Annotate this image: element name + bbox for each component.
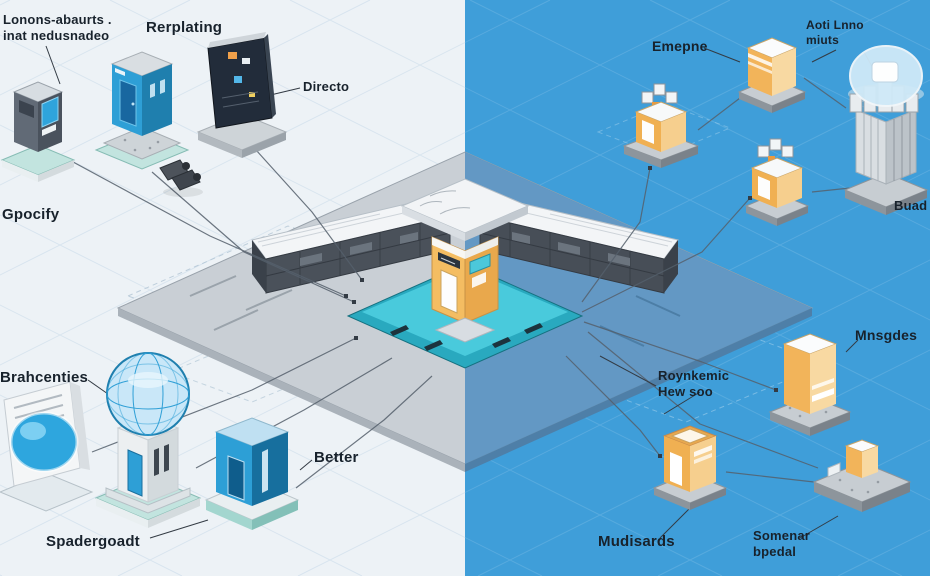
roynkemic-line1: Roynkemic bbox=[658, 368, 730, 383]
label-emepne: Emepne bbox=[652, 38, 708, 54]
central-kiosk bbox=[431, 236, 499, 324]
kiosk-door bbox=[440, 269, 458, 314]
label-spadergoadt: Spadergoadt bbox=[46, 533, 140, 550]
kiosk-teal-sign bbox=[469, 253, 491, 275]
label-rerplating: Rerplating bbox=[146, 19, 223, 36]
tall-crate bbox=[768, 333, 852, 436]
crate-box bbox=[737, 37, 807, 113]
server-box bbox=[94, 51, 190, 170]
platform-marker bbox=[390, 323, 543, 351]
atm-screen bbox=[41, 96, 59, 128]
aoti-line2: miuts bbox=[806, 33, 840, 47]
label-brahcenties: Brahcenties bbox=[0, 369, 89, 386]
label-aoti: Aoti Lnno miuts bbox=[806, 18, 864, 48]
corner-note-line1: Lonons-abaurts . bbox=[3, 12, 112, 27]
label-roynkemic: Roynkemic Hew soo bbox=[658, 368, 729, 401]
label-leader-lines bbox=[45, 45, 896, 539]
server-door bbox=[119, 79, 137, 127]
globe-tower bbox=[94, 352, 202, 528]
label-mnsgdes: Mnsgdes bbox=[855, 327, 918, 343]
kiosk-step bbox=[434, 317, 496, 343]
cube-kiosk bbox=[204, 417, 300, 530]
atm-kiosk bbox=[0, 81, 76, 182]
aoti-line1: Aoti Lnno bbox=[806, 18, 864, 32]
somenar-line2: bpedal bbox=[753, 544, 797, 560]
kiosk-sign bbox=[438, 252, 460, 269]
label-buad: Buad bbox=[894, 198, 928, 213]
label-gpocify: Gpocify bbox=[2, 206, 60, 223]
info-panel bbox=[196, 32, 288, 158]
label-mudisards: Mudisards bbox=[598, 533, 675, 550]
panel-stickers bbox=[228, 52, 255, 97]
right-wall bbox=[479, 196, 679, 294]
pixel-machine-1 bbox=[622, 83, 700, 168]
label-corner-note: Lonons-abaurts . inat nedusnadeo bbox=[3, 12, 112, 45]
globe bbox=[106, 352, 190, 436]
machine-door bbox=[642, 120, 654, 144]
dome-tower bbox=[843, 45, 929, 215]
label-better: Better bbox=[314, 449, 359, 466]
dome-display bbox=[0, 381, 94, 512]
funnel-kiosk bbox=[652, 425, 728, 510]
tower-door bbox=[127, 449, 143, 497]
kiosk-roof bbox=[400, 178, 530, 241]
label-somenar: Somenar bpedal bbox=[753, 528, 810, 561]
corner-note-line2: inat nedusnadeo bbox=[3, 28, 110, 44]
funnel-opening bbox=[670, 428, 710, 444]
atm-slot bbox=[42, 124, 56, 136]
binoculars bbox=[159, 159, 203, 197]
label-directo: Directo bbox=[303, 79, 350, 94]
dome-blob bbox=[9, 411, 79, 473]
roynkemic-line2: Hew soo bbox=[658, 384, 713, 400]
somenar-line1: Somenar bbox=[753, 528, 811, 543]
pixel-machine-2 bbox=[744, 138, 810, 226]
cube-door bbox=[227, 455, 245, 501]
bottom-right-platform bbox=[812, 439, 912, 512]
funnel-door bbox=[670, 452, 682, 486]
